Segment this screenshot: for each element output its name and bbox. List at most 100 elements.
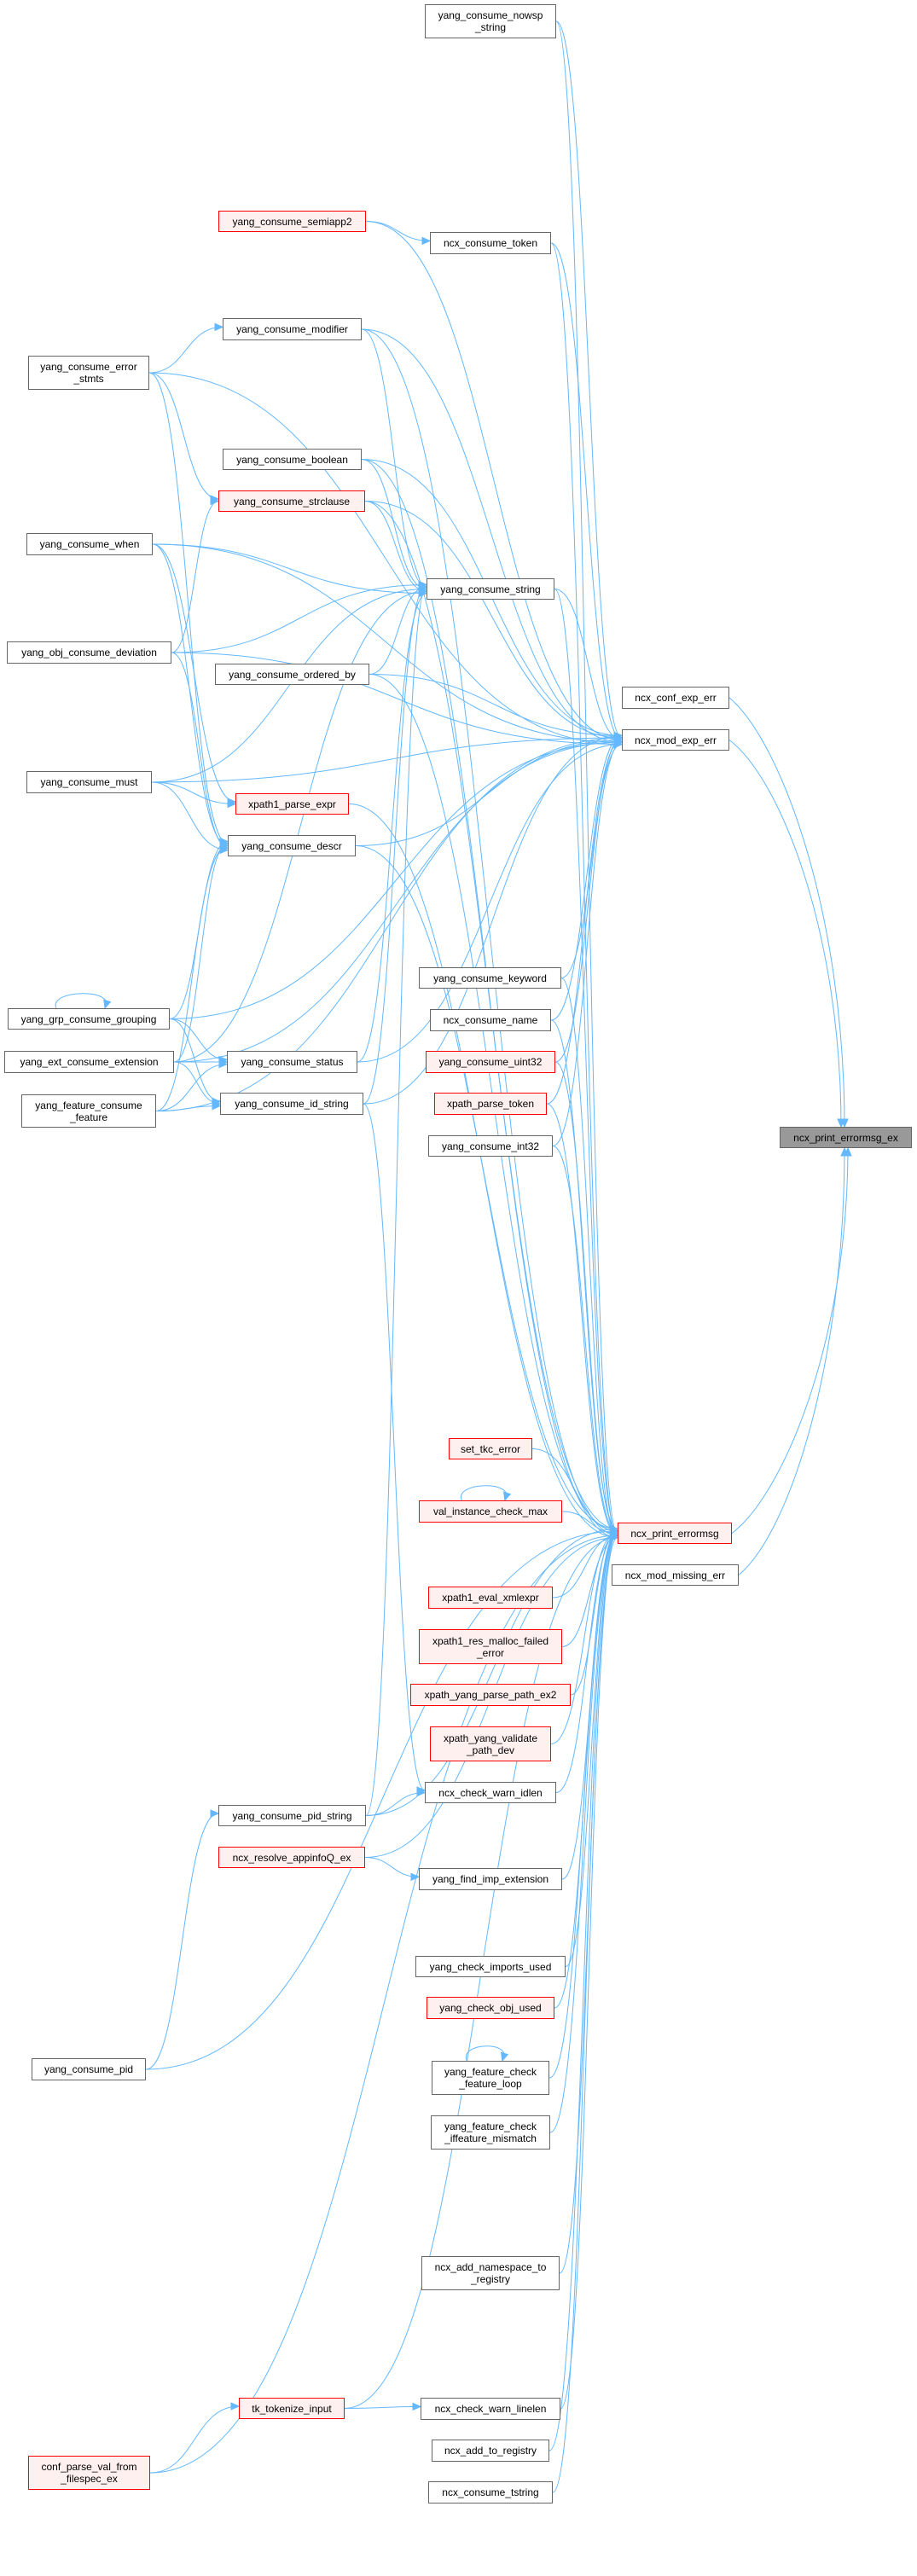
edge-boolean-to-string <box>361 459 427 589</box>
edge-missing-to-target-arrowhead <box>840 1146 849 1157</box>
edge-idstring-to-modexp <box>363 735 623 1105</box>
node-strclause[interactable]: yang_consume_strclause <box>218 490 365 512</box>
node-target[interactable]: ncx_print_errormsg_ex <box>780 1127 912 1148</box>
edge-pid-to-pidstring-arrowhead <box>210 1809 220 1818</box>
node-tstring[interactable]: ncx_consume_tstring <box>428 2481 553 2503</box>
edge-grouping-to-status <box>169 1018 228 1060</box>
edge-int32-to-modexp <box>552 741 623 1146</box>
edge-floop-to-floop <box>465 2045 505 2062</box>
edge-pidstring-to-printerr <box>365 1529 618 1816</box>
node-token[interactable]: ncx_consume_token <box>430 232 551 254</box>
edge-feature-to-descr <box>155 845 229 1111</box>
node-must[interactable]: yang_consume_must <box>26 771 152 793</box>
node-descr[interactable]: yang_consume_descr <box>228 835 356 856</box>
node-pathdev[interactable]: xpath_yang_validate _path_dev <box>430 1726 551 1761</box>
node-grouping[interactable]: yang_grp_consume_grouping <box>8 1008 170 1030</box>
edge-idstring-to-idlen <box>363 1103 426 1791</box>
edge-cname-to-printerr <box>550 1019 618 1529</box>
edge-semiapp2-to-token <box>365 221 431 241</box>
node-tkcerr[interactable]: set_tkc_error <box>449 1438 532 1459</box>
edge-checkmax-to-checkmax <box>461 1485 508 1501</box>
edge-extension-to-string <box>173 590 427 1063</box>
edge-boolean-to-printerr-arrowhead <box>609 1533 619 1542</box>
node-addreg[interactable]: ncx_add_to_registry <box>432 2440 549 2462</box>
edge-confparse-to-tokenize <box>149 2405 240 2474</box>
node-orderedby[interactable]: yang_consume_ordered_by <box>215 664 369 685</box>
node-floop[interactable]: yang_feature_check _feature_loop <box>432 2061 549 2095</box>
edge-grouping-to-idstring <box>169 1018 221 1102</box>
node-keyword[interactable]: yang_consume_keyword <box>419 967 561 989</box>
edge-errstmts-to-modifier <box>148 326 223 374</box>
edge-uint32-to-modexp <box>554 737 623 1063</box>
edge-when-to-string <box>152 543 427 594</box>
edge-token-to-modexp <box>550 242 623 740</box>
node-int32[interactable]: yang_consume_int32 <box>428 1135 553 1157</box>
node-feature[interactable]: yang_feature_consume _feature <box>21 1094 156 1128</box>
node-confparse[interactable]: conf_parse_val_from _filespec_ex <box>28 2456 150 2490</box>
node-namespace[interactable]: ncx_add_namespace_to _registry <box>421 2256 560 2290</box>
node-idstring[interactable]: yang_consume_id_string <box>220 1093 363 1115</box>
edge-errstmts-to-modexp <box>148 372 623 745</box>
edge-pathdev-to-printerr <box>550 1530 618 1744</box>
edge-semiapp2-to-token-arrowhead <box>421 236 432 246</box>
node-nowsp[interactable]: yang_consume_nowsp _string <box>425 4 556 38</box>
edge-tokenize-to-linelen-arrowhead <box>412 2402 422 2411</box>
edge-mismatch-to-printerr <box>549 1535 618 2133</box>
node-semiapp2[interactable]: yang_consume_semiapp2 <box>218 211 366 232</box>
edge-descr-to-modexp <box>355 740 623 846</box>
node-cname[interactable]: ncx_consume_name <box>430 1009 551 1031</box>
edge-int32-to-printerr <box>552 1146 618 1534</box>
edge-errstmts-to-modifier-arrowhead <box>214 322 224 332</box>
edge-when-to-xparse <box>152 543 236 803</box>
node-errstmts[interactable]: yang_consume_error _stmts <box>28 356 149 390</box>
node-xparse[interactable]: xpath1_parse_expr <box>235 793 349 815</box>
node-string[interactable]: yang_consume_string <box>427 578 554 600</box>
node-checkmax[interactable]: val_instance_check_max <box>419 1500 562 1523</box>
node-when[interactable]: yang_consume_when <box>26 533 153 555</box>
node-confexp[interactable]: ncx_conf_exp_err <box>622 687 729 709</box>
node-pid[interactable]: yang_consume_pid <box>32 2058 146 2080</box>
edge-cname-to-modexp <box>550 735 623 1021</box>
edge-must-to-descr <box>151 781 229 850</box>
edge-floop-to-printerr <box>548 1533 618 2079</box>
node-printerr[interactable]: ncx_print_errormsg <box>618 1523 732 1544</box>
node-ptoken[interactable]: xpath_parse_token <box>434 1093 547 1115</box>
node-status[interactable]: yang_consume_status <box>227 1051 357 1073</box>
node-linelen[interactable]: ncx_check_warn_linelen <box>421 2398 560 2420</box>
node-objused[interactable]: yang_check_obj_used <box>427 1997 554 2019</box>
node-uint32[interactable]: yang_consume_uint32 <box>426 1051 555 1073</box>
edge-pidstring-to-string <box>365 586 427 1816</box>
edge-confexp-to-target <box>728 697 845 1128</box>
node-mismatch[interactable]: yang_feature_check _iffeature_mismatch <box>431 2115 550 2150</box>
node-impext[interactable]: yang_find_imp_extension <box>419 1868 562 1890</box>
edge-deviation-to-modexp <box>171 652 623 745</box>
node-missing[interactable]: ncx_mod_missing_err <box>612 1564 739 1586</box>
edge-strclause-to-modexp <box>364 501 623 739</box>
edge-semiapp2-to-modexp <box>365 221 623 740</box>
node-evalxml[interactable]: xpath1_eval_xmlexpr <box>428 1587 553 1609</box>
node-pathex2[interactable]: xpath_yang_parse_path_ex2 <box>410 1684 571 1706</box>
node-deviation[interactable]: yang_obj_consume_deviation <box>7 641 171 664</box>
edge-errstmts-to-descr <box>148 372 229 844</box>
edge-addreg-to-printerr <box>548 1530 618 2451</box>
edge-nowsp-to-printerr <box>555 20 618 1534</box>
node-malloc[interactable]: xpath1_res_malloc_failed _error <box>419 1629 562 1664</box>
edge-tokenize-to-linelen <box>344 2405 421 2409</box>
edge-modexp-to-target <box>728 740 842 1128</box>
node-modexp[interactable]: ncx_mod_exp_err <box>622 729 729 751</box>
edge-keyword-to-modexp <box>560 744 623 978</box>
edge-status-to-modexp <box>357 744 623 1063</box>
edge-confparse-to-tokenize-arrowhead <box>230 2402 241 2411</box>
edge-modifier-to-printerr <box>361 328 618 1536</box>
node-imports[interactable]: yang_check_imports_used <box>415 1956 566 1977</box>
node-modifier[interactable]: yang_consume_modifier <box>223 318 362 340</box>
edge-printerr-to-target <box>731 1147 849 1534</box>
edge-tstring-to-printerr <box>552 1533 618 2493</box>
node-appinfo[interactable]: ncx_resolve_appinfoQ_ex <box>218 1847 365 1868</box>
node-idlen[interactable]: ncx_check_warn_idlen <box>425 1782 556 1803</box>
node-pidstring[interactable]: yang_consume_pid_string <box>218 1805 366 1826</box>
node-boolean[interactable]: yang_consume_boolean <box>223 449 362 470</box>
node-extension[interactable]: yang_ext_consume_extension <box>4 1051 174 1073</box>
edge-extension-to-modexp <box>173 741 623 1063</box>
node-tokenize[interactable]: tk_tokenize_input <box>239 2398 345 2419</box>
